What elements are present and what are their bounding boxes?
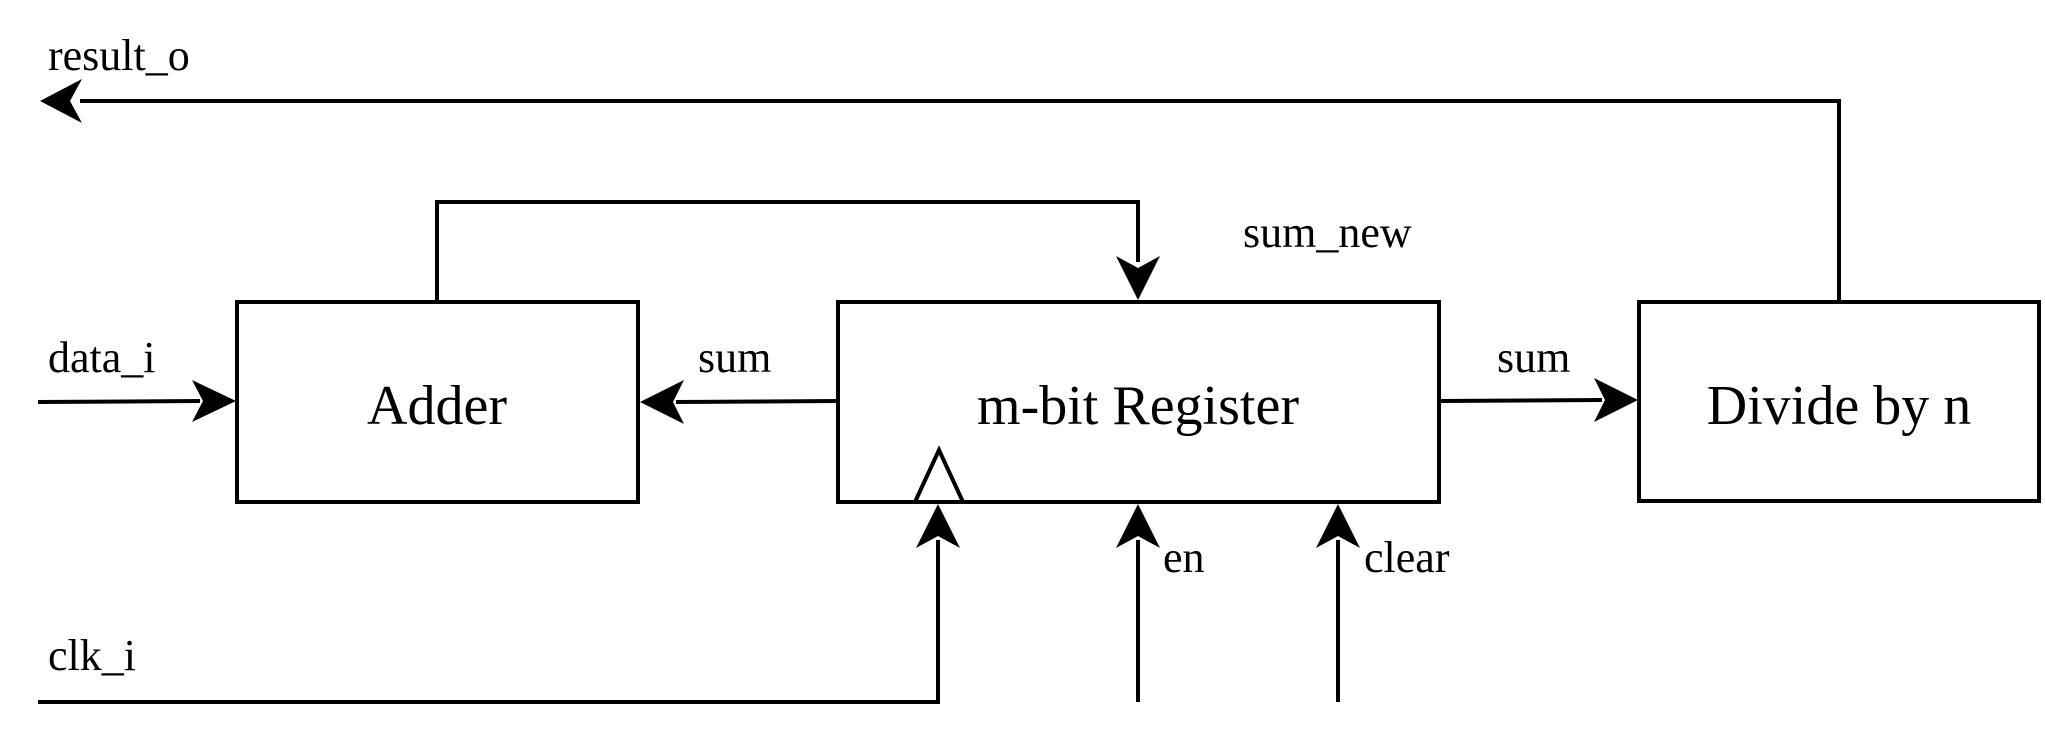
sum-to-divider-label: sum (1497, 333, 1570, 382)
sum-to-adder-wire (640, 380, 839, 424)
enable-input-arrowhead (1116, 504, 1160, 548)
clock-input-arrowhead (916, 504, 960, 548)
result-o-label: result_o (48, 31, 190, 80)
data-input-wire (37, 380, 236, 422)
en-label: en (1163, 533, 1205, 582)
data-input-arrowhead (192, 380, 236, 422)
clear-input-wire (1316, 504, 1360, 702)
sum-to-divider-wire (1438, 378, 1638, 422)
clock-edge-triangle (911, 445, 967, 504)
sum-to-adder-label: sum (698, 333, 771, 382)
sum-new-label: sum_new (1243, 208, 1412, 257)
register-label: m-bit Register (977, 375, 1299, 437)
divider-block: Divide by n (1637, 300, 2041, 503)
adder-block: Adder (235, 300, 640, 504)
result-arrowhead (40, 79, 82, 123)
clock-input-wire (38, 504, 960, 704)
sum-to-adder-arrowhead (640, 380, 684, 424)
enable-input-wire (1116, 504, 1160, 702)
register-block: m-bit Register (836, 300, 1441, 504)
divider-label: Divide by n (1707, 375, 1971, 437)
clk-i-label: clk_i (48, 631, 136, 680)
result-output-wire (40, 79, 1841, 302)
clear-label: clear (1364, 533, 1450, 582)
sum-new-wire (435, 200, 1160, 302)
data-i-label: data_i (48, 333, 156, 382)
sum-to-divider-arrowhead (1594, 378, 1638, 422)
adder-label: Adder (367, 375, 507, 437)
clear-input-arrowhead (1316, 504, 1360, 548)
sum-new-arrowhead (1116, 256, 1160, 300)
